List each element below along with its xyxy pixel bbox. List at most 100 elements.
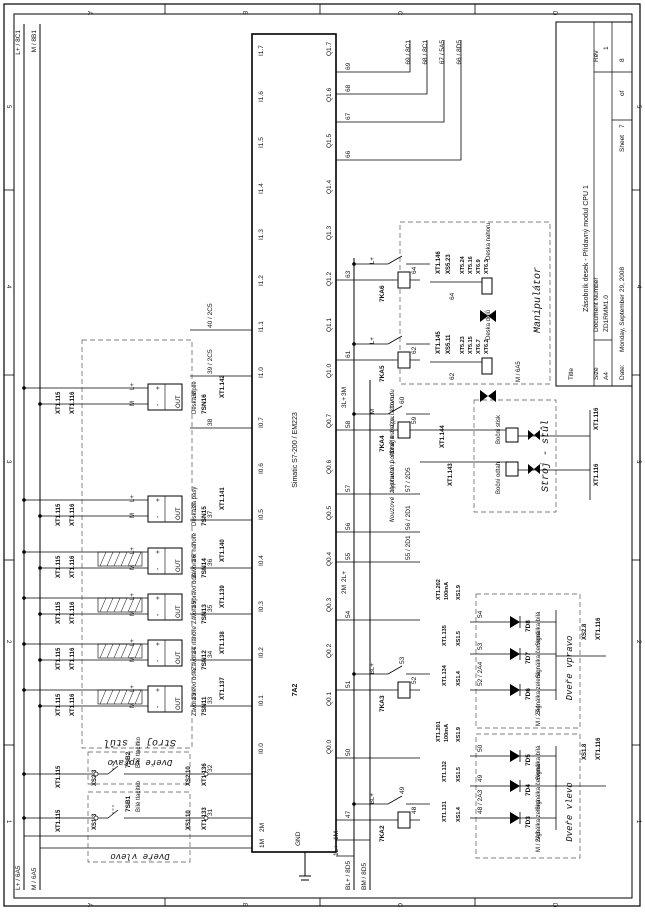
valve-coil bbox=[481, 277, 493, 295]
stroj-stul-label-left: Stroj - stůl bbox=[104, 736, 176, 749]
plc-input-I0.3: I0.3 bbox=[258, 601, 265, 612]
row-label-3: 3 bbox=[5, 460, 11, 464]
plc-module: Simatic S7-200 / EM223 7A2 GND 1M 2M 1M … bbox=[251, 33, 340, 881]
button-connector: XS2.3 bbox=[92, 769, 98, 786]
plc-1m-in: 1M bbox=[259, 839, 266, 848]
reflector-hatch bbox=[127, 597, 135, 613]
table-term-a: XT1.144 bbox=[440, 425, 446, 448]
relay-contact-a: 59 bbox=[411, 416, 418, 424]
relay-contact-b: 60 bbox=[399, 396, 406, 404]
sensor-out-label: OUT bbox=[176, 507, 182, 520]
input-wire-4: 35 bbox=[207, 604, 214, 612]
input-wire-5: 36 bbox=[207, 558, 214, 566]
door-left-label-left: Dveře vlevo bbox=[110, 851, 169, 861]
sensor-pin: 37 bbox=[191, 502, 198, 510]
rail-2m: 2M bbox=[341, 585, 348, 594]
manip-term-3: XT6.2 bbox=[484, 339, 490, 354]
output-wire-57: 57 bbox=[345, 484, 352, 492]
button-desc: Bílé tlačítko bbox=[136, 780, 142, 812]
sensor-minus-sign: - bbox=[155, 659, 162, 662]
relay-coil bbox=[397, 811, 411, 829]
input-wire-0: 31 bbox=[207, 808, 214, 816]
sensor-plus-sign: + bbox=[155, 386, 162, 390]
row-label-2: 2 bbox=[5, 640, 11, 644]
reflector-hatch bbox=[120, 643, 128, 659]
output-wire-63: 63 bbox=[345, 270, 352, 278]
sensor-minus-sign: - bbox=[155, 515, 162, 518]
q-ref-66: 66 / 8D5 bbox=[456, 40, 463, 65]
sensor-out-label: OUT bbox=[176, 651, 182, 664]
plc-output-Q1.5: Q1.5 bbox=[326, 134, 333, 148]
row-label-2-right: 2 bbox=[635, 640, 641, 644]
rail-2l: 2L+ bbox=[341, 571, 348, 582]
plc-output-Q1.6: Q1.6 bbox=[326, 88, 333, 102]
q-reference-labels: 69 / 8C1 68 / 8C1 67 / 5A5 66 / 8D5 bbox=[405, 40, 463, 65]
plc-output-Q0.1: Q0.1 bbox=[326, 692, 333, 706]
sheet-frame bbox=[3, 3, 641, 907]
sensor-desc: Deska v pile bbox=[192, 381, 198, 414]
q-ref-wires bbox=[336, 40, 462, 161]
plc-1l-out: 1L+ bbox=[333, 845, 340, 856]
sensor-id: 7SN11 bbox=[201, 696, 208, 716]
input-wire-8: 39 / 2C5 bbox=[207, 349, 214, 374]
manip-term-0: XT5.24 bbox=[460, 255, 466, 274]
door-left-box bbox=[475, 733, 581, 859]
sensor-desc: Závora R nahoře bbox=[192, 532, 198, 578]
rail-label-l-top: L+ / 8C1 bbox=[15, 30, 22, 55]
sensor-m: M bbox=[130, 565, 136, 570]
rail-label-m-bottom: M / 6A5 bbox=[31, 867, 38, 890]
door-left-box-left bbox=[87, 791, 191, 863]
sensor-terminal: XT1.139 bbox=[220, 585, 226, 608]
door-right-label: Dveře vpravo bbox=[565, 636, 575, 701]
output-wire-68: 68 bbox=[345, 84, 352, 92]
manip-pin: 64 bbox=[449, 292, 456, 300]
relay-coil bbox=[397, 351, 411, 369]
q-ref-67: 67 / 5A5 bbox=[439, 40, 446, 65]
plc-output-Q1.3: Q1.3 bbox=[326, 226, 333, 240]
relay-coil bbox=[397, 681, 411, 699]
rail-3l: 3L+ bbox=[341, 397, 348, 408]
manip-term-b: XS5.23 bbox=[446, 254, 452, 274]
plc-input-I0.7: I0.7 bbox=[258, 417, 265, 428]
light-desc: Signálka bílá bbox=[536, 611, 542, 646]
input-wire-3: 34 bbox=[207, 650, 214, 658]
junction-dot bbox=[352, 672, 356, 676]
junction-dot bbox=[22, 596, 26, 600]
button-connector: XS1.3 bbox=[92, 813, 98, 830]
sensor-term-m: XT1.116 bbox=[70, 601, 76, 624]
sensor-term-l: XT1.115 bbox=[56, 391, 62, 414]
manip-term-a: XT1.146 bbox=[436, 251, 442, 274]
light-id: 7D8 bbox=[525, 620, 532, 632]
right-power-rails bbox=[353, 258, 371, 890]
wire bbox=[387, 405, 403, 415]
led-symbol bbox=[510, 684, 520, 696]
relay-supply: BL+ bbox=[370, 793, 376, 804]
light-desc: Signálka červená bbox=[536, 631, 542, 678]
relay-id: 7KA6 bbox=[379, 285, 386, 302]
plc-input-I1.0: I1.0 bbox=[258, 367, 265, 378]
sensor-id: 7SN15 bbox=[201, 506, 208, 526]
door-right-label-left: Dveře vpravo bbox=[108, 757, 173, 767]
manip-term-b: XS5.11 bbox=[446, 334, 452, 354]
reflector-hatch bbox=[113, 689, 121, 705]
plc-output-Q1.0: Q1.0 bbox=[326, 364, 333, 378]
rev-label: Rev bbox=[593, 50, 600, 62]
sensor-plus-sign: + bbox=[155, 596, 162, 600]
of-label: of bbox=[619, 90, 626, 96]
row-label-1-right: 1 bbox=[635, 820, 641, 824]
sensor-out-label: OUT bbox=[176, 605, 182, 618]
input-wire-9: 40 / 2C5 bbox=[207, 303, 214, 328]
date-value: Monday, September 29, 2008 bbox=[619, 266, 626, 352]
light-id: 7D6 bbox=[525, 688, 532, 700]
plc-output-Q0.0: Q0.0 bbox=[326, 740, 333, 754]
plc-input-I1.5: I1.5 bbox=[258, 137, 265, 148]
reflector-hatch bbox=[127, 643, 135, 659]
rail-label-l-bottom: L+ / 6A5 bbox=[15, 865, 22, 890]
